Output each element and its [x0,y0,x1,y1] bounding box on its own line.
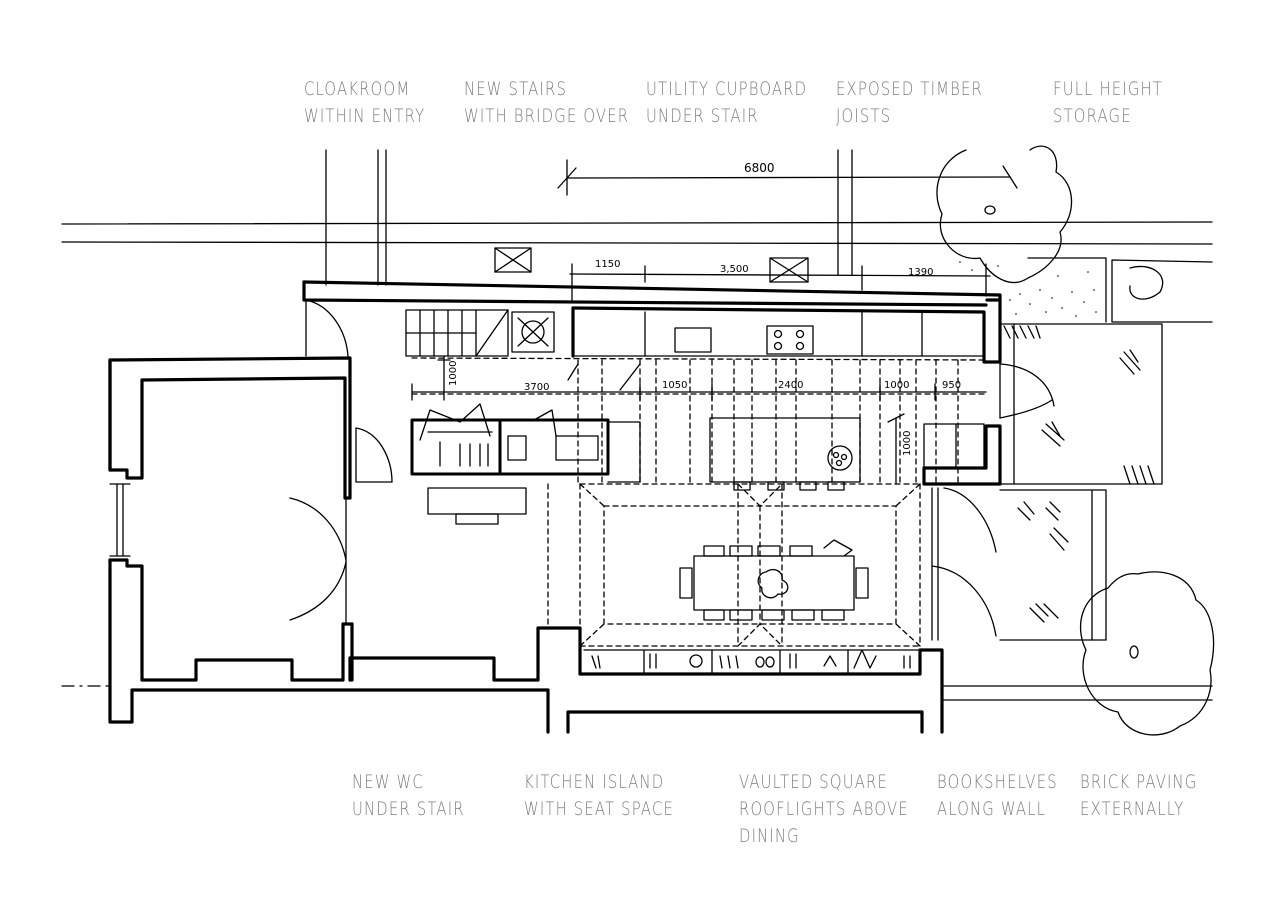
annotation-line: DINING [739,825,800,847]
annotation-line: BRICK PAVING [1080,771,1198,793]
annotation-line: WITH BRIDGE OVER [464,105,630,127]
annotation-cloakroom: CLOAKROOM WITHIN ENTRY [304,76,425,130]
storage-unit-right [923,423,985,469]
dimension-3700-label: 3700 [524,382,549,393]
dimension-1150-label: 1150 [595,259,620,270]
annotation-line: FULL HEIGHT [1053,78,1164,100]
dimension-1000-label: 1000 [884,380,909,391]
annotation-line: UNDER STAIR [646,105,759,127]
boundary-wall-bottom-right [941,685,1213,701]
external-walls [108,280,1002,734]
dimension-vertical-island [887,413,905,485]
worktop-front [410,418,610,476]
vent-box-left [494,247,532,273]
utility-cupboard [511,311,555,353]
annotation-line: ALONG WALL [937,798,1047,820]
sink-and-appliances [419,403,641,483]
bench-seat [427,487,527,525]
french-doors [289,497,347,625]
annotation-bookshelves: BOOKSHELVES ALONG WALL [937,769,1058,823]
annotation-line: UNDER STAIR [352,798,465,820]
annotation-kitchen-island: KITCHEN ISLAND WITH SEAT SPACE [524,769,674,823]
annotation-line: NEW STAIRS [464,78,568,100]
entry-door [305,299,349,357]
tree-bottom-right [1079,571,1215,736]
annotation-line: BOOKSHELVES [937,771,1058,793]
kitchen-rear-counter [572,311,985,357]
dimension-1000-vertical-label: 1000 [902,431,913,456]
dimension-950-label: 950 [942,380,961,391]
dimension-overall [557,159,1018,196]
dimension-3500-label: 3,500 [720,264,749,275]
annotation-brick-paving: BRICK PAVING EXTERNALLY [1080,769,1197,823]
dining-table [679,539,869,621]
annotation-line: EXPOSED TIMBER [836,78,983,100]
annotation-line: VAULTED SQUARE [739,771,889,793]
dimension-1050-label: 1050 [662,380,687,391]
annotation-timber-joists: EXPOSED TIMBER JOISTS [836,76,983,130]
annotation-new-wc: NEW WC UNDER STAIR [352,769,465,823]
annotation-new-stairs: NEW STAIRS WITH BRIDGE OVER [464,76,629,130]
dimension-2400-label: 2400 [778,380,803,391]
tree-top-right [936,145,1073,284]
wc-door [355,427,393,483]
boundary-wall-top [61,149,1213,286]
kitchen-island [709,417,861,491]
terrace-area [999,323,1163,641]
annotation-vaulted-rooflights: VAULTED SQUARE ROOFLIGHTS ABOVE DINING [739,769,909,850]
annotation-line: NEW WC [352,771,424,793]
annotation-line: WITHIN ENTRY [304,105,426,127]
vent-box-right [769,257,809,283]
vaulted-rooflights [547,483,921,647]
bookshelves [583,649,921,675]
annotation-line: WITH SEAT SPACE [524,798,674,820]
annotation-line: UTILITY CUPBOARD [646,78,808,100]
annotation-line: ROOFLIGHTS ABOVE [739,798,909,820]
window-left [109,483,131,557]
annotation-utility-cupboard: UTILITY CUPBOARD UNDER STAIR [646,76,807,130]
rear-door [999,363,1055,419]
annotation-line: CLOAKROOM [304,78,411,100]
gravel-area [1027,257,1213,323]
annotation-line: EXTERNALLY [1080,798,1185,820]
stairs [405,309,509,357]
dimension-overall-label: 6800 [744,161,775,175]
gravel-dots [959,261,1097,317]
garden-door [931,487,997,641]
annotation-line: STORAGE [1053,105,1132,127]
planting-marks [1017,349,1141,623]
dimension-string-middle [411,355,987,401]
annotation-line: JOISTS [836,105,892,127]
annotation-full-height-storage: FULL HEIGHT STORAGE [1053,76,1163,130]
annotation-line: KITCHEN ISLAND [524,771,665,793]
dimension-1390-label: 1390 [908,267,933,278]
dimension-1000-left-label: 1000 [448,361,459,386]
